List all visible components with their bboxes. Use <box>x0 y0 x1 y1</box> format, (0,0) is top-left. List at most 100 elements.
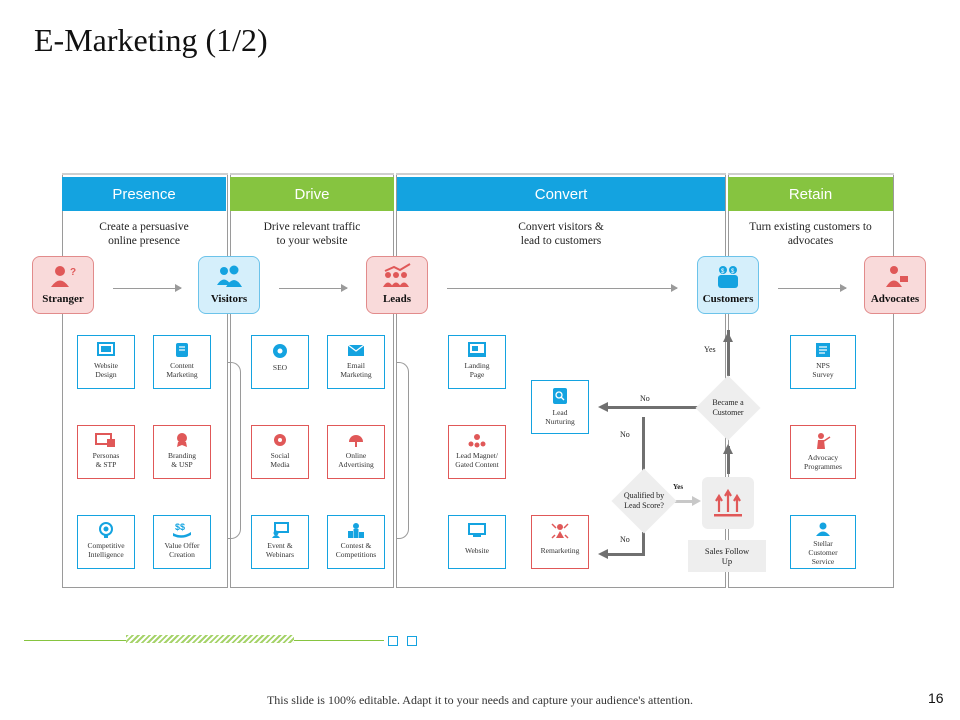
footer-note: This slide is 100% editable. Adapt it to… <box>266 693 694 707</box>
arrowhead-left <box>598 402 608 412</box>
seo-icon <box>273 344 287 358</box>
box-website: Website <box>448 515 506 569</box>
advocacy-icon <box>817 433 831 449</box>
label-no-upper: No <box>640 394 650 403</box>
label-no-mid: No <box>620 430 630 439</box>
box-contest: Contest &Competitions <box>327 515 385 569</box>
email-icon <box>347 344 365 356</box>
svg-text:$: $ <box>731 269 735 275</box>
flow-arrow <box>113 284 182 292</box>
stage-advocates: Advocates <box>864 256 926 314</box>
page-number: 16 <box>928 690 944 706</box>
events-icon <box>272 522 289 538</box>
stage-label-leads: Leads <box>382 293 412 305</box>
sales-follow-up-card <box>702 477 754 529</box>
svg-text:$$: $$ <box>175 522 185 532</box>
flow-line <box>608 553 645 556</box>
desc-convert: Convert visitors &lead to customers <box>518 221 604 247</box>
flow-line <box>727 330 730 376</box>
label-no-bottom: No <box>620 535 630 544</box>
brace <box>396 362 409 539</box>
header-retain: Retain <box>728 177 893 211</box>
customer-service-icon <box>816 522 830 536</box>
leads-icon <box>383 263 411 287</box>
flow-line <box>608 406 703 409</box>
competitive-icon <box>99 522 113 538</box>
stage-leads: Leads <box>366 256 428 314</box>
decorative-square <box>407 636 417 646</box>
flow-arrow <box>778 284 847 292</box>
sales-follow-up-icon <box>714 488 742 517</box>
lead-nurturing-icon <box>553 388 567 404</box>
arrowhead-up <box>723 332 733 342</box>
stage-label-advocates: Advocates <box>870 293 920 305</box>
box-events: Event &Webinars <box>251 515 309 569</box>
svg-text:?: ? <box>70 267 76 278</box>
stage-visitors: Visitors <box>198 256 260 314</box>
social-media-icon <box>274 434 286 446</box>
label-yes-top: Yes <box>704 345 716 354</box>
stranger-icon: ? <box>51 266 76 287</box>
flow-line <box>642 417 645 471</box>
decorative-square <box>388 636 398 646</box>
column-presence <box>62 173 228 588</box>
arrowhead-left <box>598 549 608 559</box>
personas-icon <box>95 433 115 447</box>
box-seo: SEO <box>251 335 309 389</box>
brace <box>228 362 241 539</box>
box-remarketing: Remarketing <box>531 515 589 569</box>
column-drive <box>230 173 394 588</box>
value-offer-icon: $$ <box>173 522 191 538</box>
flow-arrow <box>279 284 348 292</box>
box-personas: Personas& STP <box>77 425 135 479</box>
customers-icon: $ $ <box>718 266 738 288</box>
stage-label-visitors: Visitors <box>210 293 248 305</box>
stage-customers: $ $ Customers <box>697 256 759 314</box>
website-design-icon <box>97 342 115 356</box>
contest-icon <box>348 523 364 538</box>
stage-stranger: ? Stranger <box>32 256 94 314</box>
header-drive: Drive <box>230 177 394 211</box>
box-branding: Branding& USP <box>153 425 211 479</box>
content-marketing-icon <box>176 343 188 357</box>
slide-title: E-Marketing (1/2) <box>34 22 268 58</box>
arrowhead-up <box>723 444 733 454</box>
stage-label-stranger: Stranger <box>42 293 84 305</box>
visitors-icon <box>217 265 242 287</box>
landing-page-icon <box>468 342 486 357</box>
website-icon <box>468 523 486 537</box>
header-presence: Presence <box>62 177 226 211</box>
decorative-hatch <box>126 635 294 643</box>
stage-label-customers: Customers <box>702 293 754 305</box>
label-yes-mid: Yes <box>673 483 684 491</box>
online-advertising-icon <box>349 435 363 447</box>
advocates-icon <box>886 266 908 287</box>
flow-arrow <box>447 284 678 292</box>
lead-magnet-icon <box>468 434 486 448</box>
flow-line <box>727 446 730 474</box>
remarketing-icon <box>551 523 569 539</box>
branding-icon <box>177 433 187 447</box>
arrowhead-right <box>692 496 701 506</box>
nps-survey-icon <box>816 343 830 357</box>
box-lead-magnet: Lead Magnet/Gated Content <box>448 425 506 479</box>
flow-line <box>672 500 694 503</box>
header-convert: Convert <box>397 177 725 211</box>
flow-line <box>642 532 645 556</box>
svg-text:$: $ <box>721 269 725 275</box>
